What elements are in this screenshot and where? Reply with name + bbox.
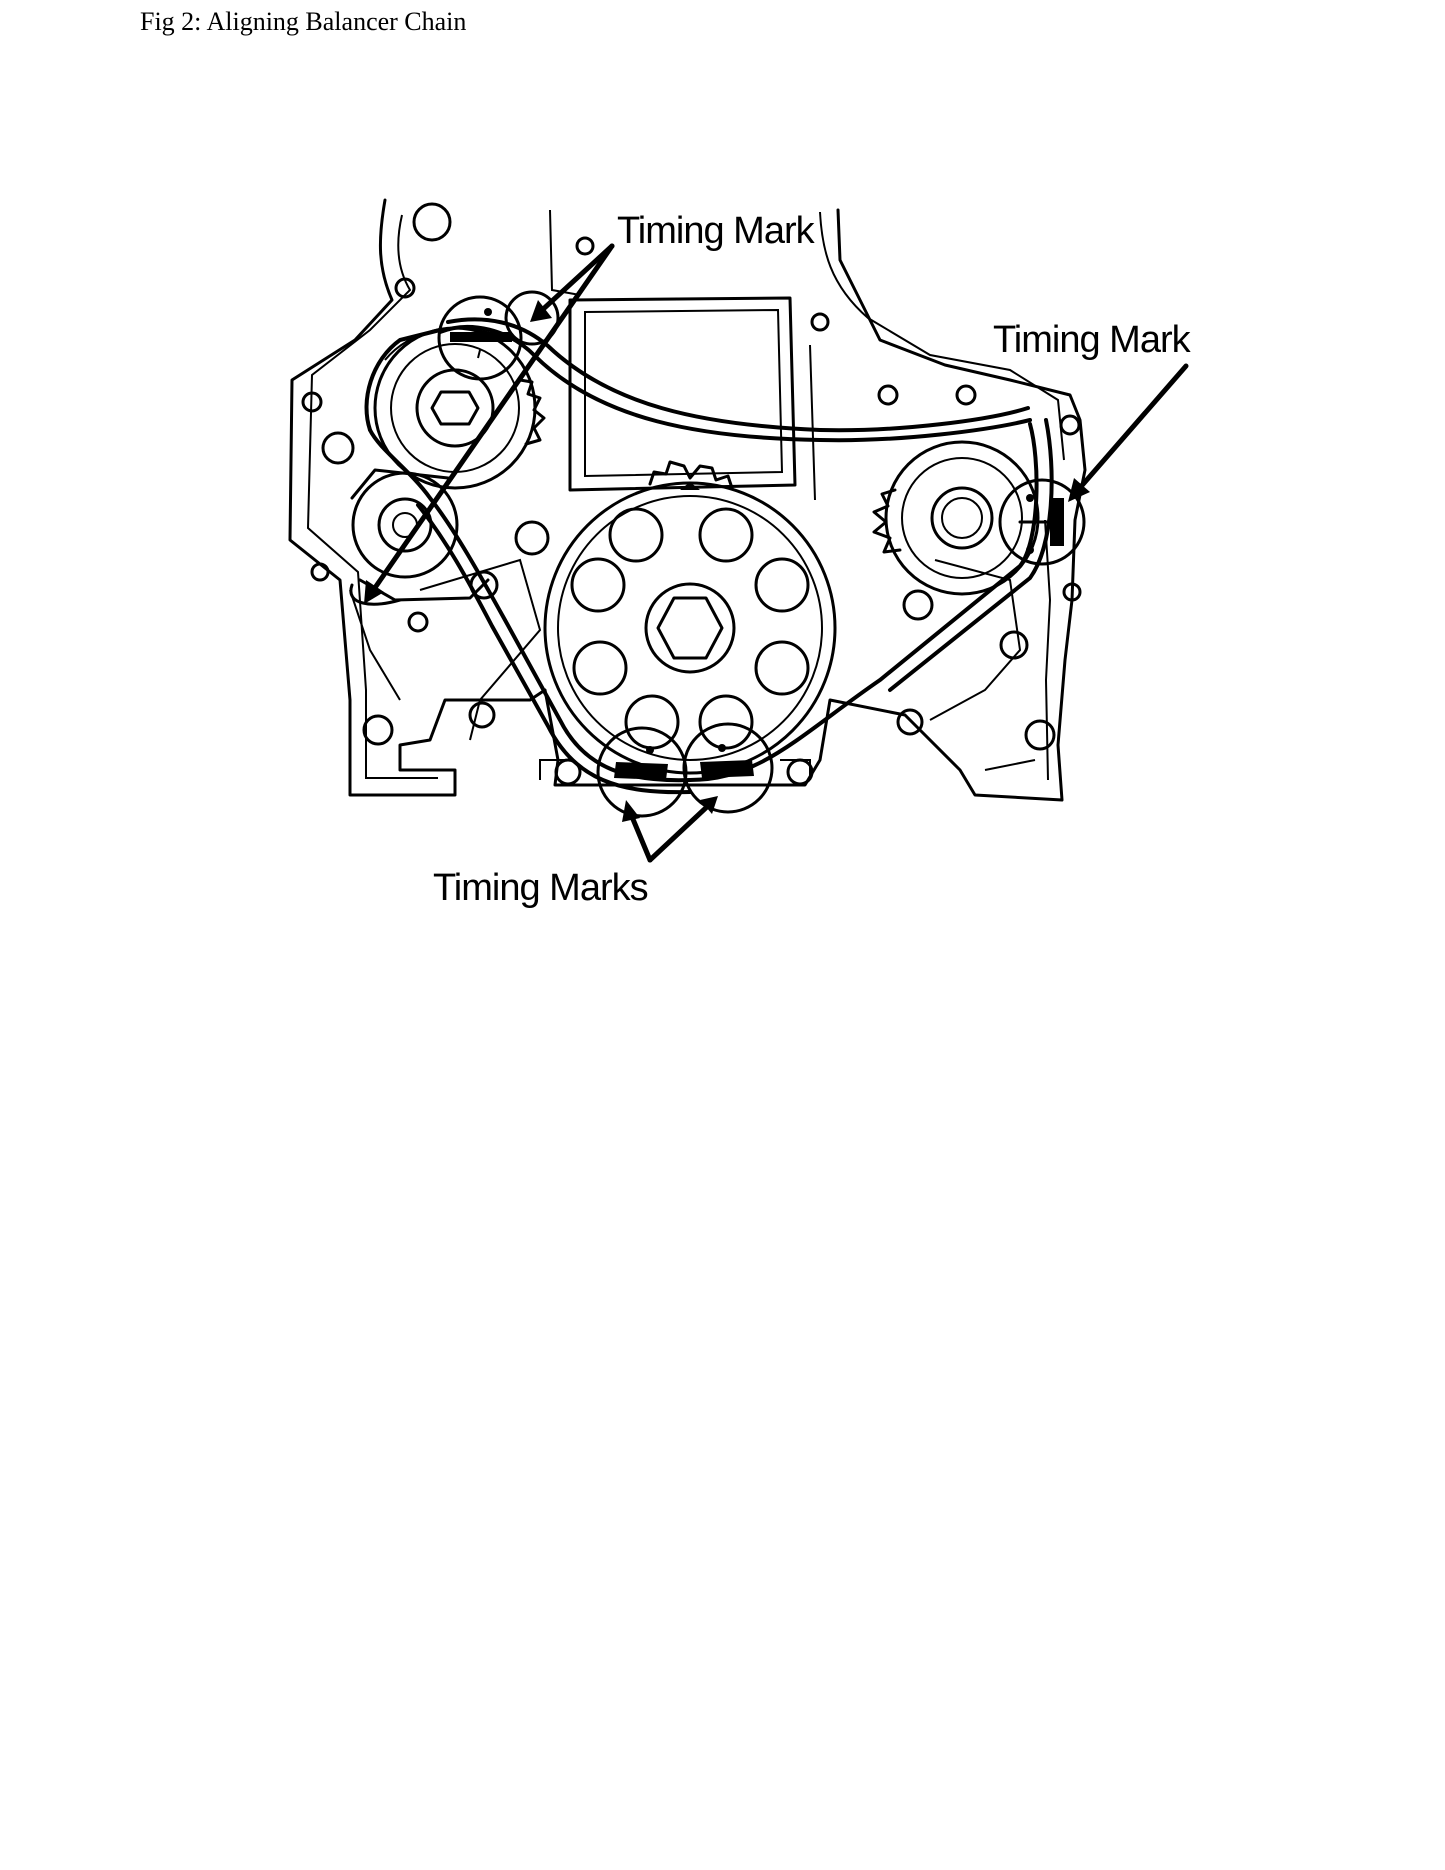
figure-caption: Fig 2: Aligning Balancer Chain [140,7,467,36]
timing-mark-circle-top [437,290,560,381]
upper-cover-plate [568,296,816,501]
timing-mark-label-right: Timing Mark [993,319,1192,361]
lower-left-tensioner [349,468,490,606]
crankshaft-sprocket [543,460,837,775]
right-balancer-sprocket [872,440,1040,596]
arrows-bottom-label [622,796,718,863]
timing-mark-circles-bottom [596,722,774,818]
engine-housing [288,198,1087,802]
timing-mark-label-top: Timing Mark [617,210,816,252]
timing-mark-circle-right [998,478,1086,566]
bolt-holes [301,202,1082,786]
arrows-top-label [364,243,615,604]
timing-marks-label-bottom: Timing Marks [433,867,648,909]
arrow-right-label [1068,363,1189,502]
